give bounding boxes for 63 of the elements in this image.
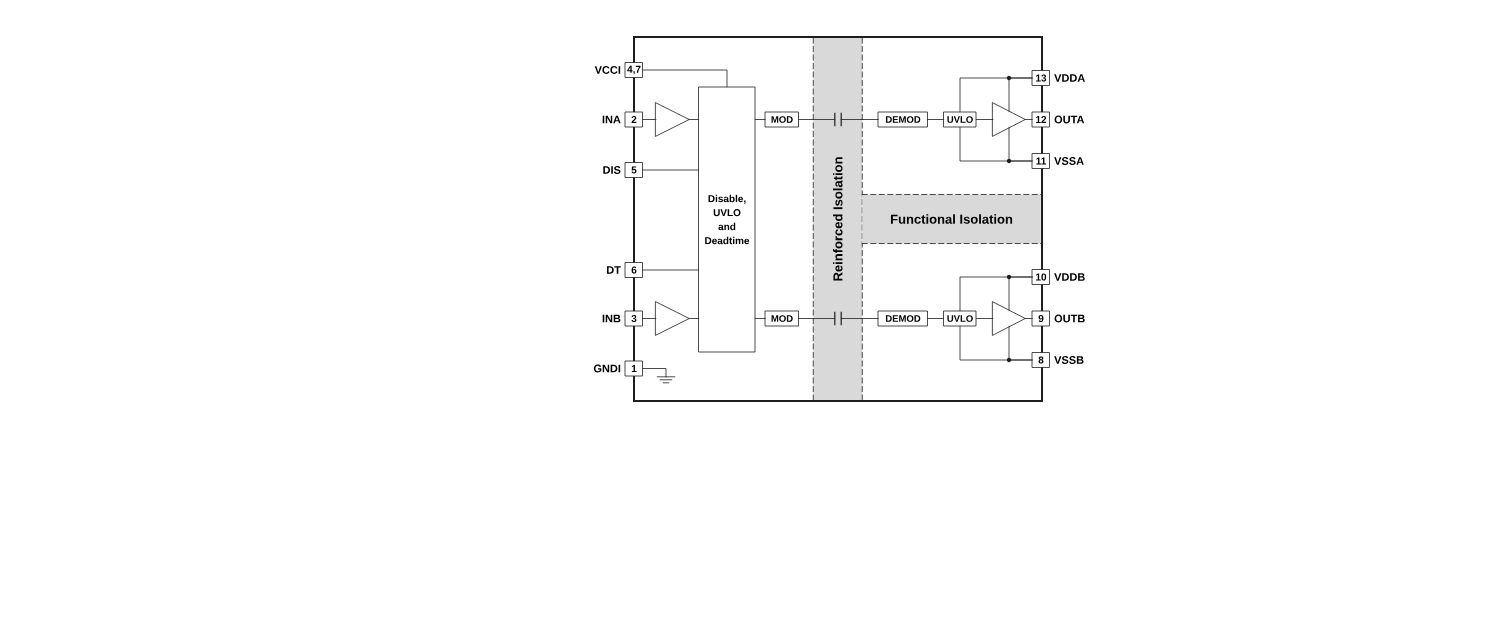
pin-box: 8: [1032, 352, 1050, 368]
pin-label: INB: [602, 314, 621, 323]
function-box: MOD: [765, 111, 799, 128]
pin-label: VCCI: [594, 66, 621, 74]
wire: [976, 318, 994, 319]
ground-symbol: [656, 376, 676, 384]
wire: [927, 119, 944, 120]
function-box: MOD: [765, 310, 799, 327]
pin-label: OUTB: [1054, 314, 1085, 323]
pin-label: INA: [602, 115, 621, 124]
pin-label: DIS: [603, 166, 621, 174]
function-box: UVLO: [943, 310, 977, 327]
pin-box: 9: [1032, 310, 1050, 327]
wire: [1008, 127, 1033, 162]
capacitor-symbol: [834, 311, 842, 326]
wire: [840, 318, 879, 319]
buffer-triangle: [992, 102, 1026, 137]
wire: [976, 119, 994, 120]
wire: [642, 169, 699, 171]
pin-label: GNDI: [593, 364, 621, 373]
logic-block: Disable, UVLO and Deadtime: [698, 86, 756, 353]
pin-box: 3: [625, 310, 643, 327]
function-box: DEMOD: [878, 310, 928, 327]
buffer-triangle: [655, 102, 690, 137]
pin-box: 12: [1032, 111, 1050, 128]
wire: [642, 119, 657, 120]
wire: [755, 119, 766, 120]
wire: [688, 119, 699, 120]
wire: [798, 318, 836, 319]
wire: [1008, 326, 1033, 361]
wire: [798, 119, 836, 120]
pin-box: 10: [1032, 269, 1050, 285]
isolation-band: Functional Isolation: [861, 194, 1042, 244]
wire: [1008, 276, 1033, 311]
wire: [1024, 119, 1033, 120]
pin-label: VDDA: [1054, 74, 1085, 82]
pin-box: 4,7: [625, 62, 643, 78]
buffer-triangle: [992, 301, 1026, 336]
wire: [840, 119, 879, 120]
pin-label: VSSA: [1054, 157, 1084, 165]
capacitor-symbol: [834, 112, 842, 127]
buffer-triangle: [655, 301, 690, 336]
wire: [642, 368, 667, 378]
pin-box: 2: [625, 111, 643, 128]
wire: [642, 269, 699, 271]
pin-box: 6: [625, 262, 643, 278]
wire: [927, 318, 944, 319]
function-box: UVLO: [943, 111, 977, 128]
pin-label: VDDB: [1054, 273, 1085, 281]
wire: [642, 69, 728, 87]
wire: [1024, 318, 1033, 319]
wire: [642, 318, 657, 319]
pin-box: 1: [625, 360, 643, 377]
function-box: DEMOD: [878, 111, 928, 128]
wire: [688, 318, 699, 319]
pin-label: DT: [607, 266, 621, 274]
wire: [755, 318, 766, 319]
pin-label: VSSB: [1054, 356, 1084, 364]
pin-label: OUTA: [1054, 115, 1085, 124]
pin-box: 5: [625, 162, 643, 178]
wire: [1008, 77, 1033, 112]
pin-box: 11: [1032, 153, 1050, 169]
pin-box: 13: [1032, 70, 1050, 86]
